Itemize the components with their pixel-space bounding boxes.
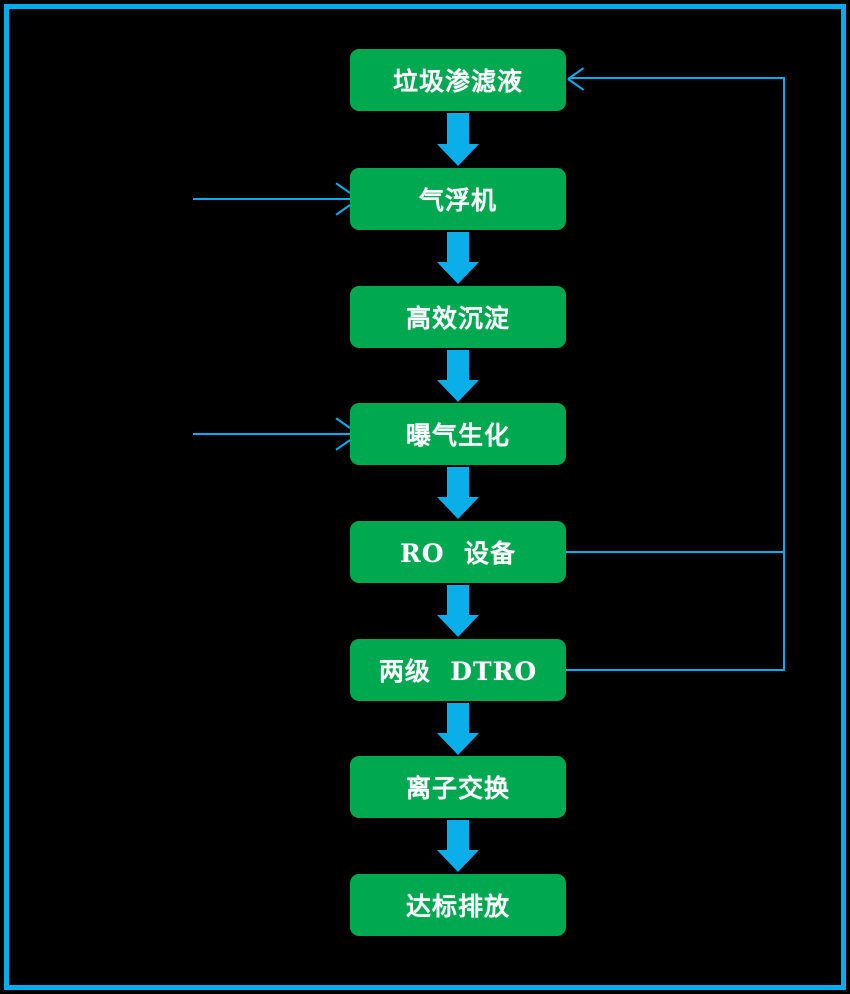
return-line-top-horizontal [570,77,785,79]
return-line-dtro-horizontal [566,669,785,671]
node-ion-exchange[interactable]: 离子交换 [350,756,566,818]
canvas-border-frame [4,4,846,990]
flow-arrow-ion-exchange-to-discharge [437,820,479,872]
feed-arrow-flotation [193,182,351,216]
return-line-vertical-riser [783,77,785,671]
flow-arrow-dtro-to-ion-exchange [437,703,479,755]
flow-arrow-sediment-to-aeration [437,350,479,402]
flow-arrow-flotation-to-sediment [437,232,479,284]
flow-arrow-ro-to-dtro [437,585,479,637]
node-dtro[interactable]: 两级 DTRO [350,639,566,701]
return-line-ro-horizontal [566,551,785,553]
flow-arrow-leachate-to-flotation [437,113,479,166]
node-sediment[interactable]: 高效沉淀 [350,286,566,348]
node-discharge[interactable]: 达标排放 [350,874,566,936]
node-leachate[interactable]: 垃圾渗滤液 [350,49,566,111]
node-ro[interactable]: RO 设备 [350,521,566,583]
flow-arrow-aeration-to-ro [437,467,479,519]
feed-arrow-aeration [193,417,351,451]
node-aeration[interactable]: 曝气生化 [350,403,566,465]
node-flotation[interactable]: 气浮机 [350,168,566,230]
